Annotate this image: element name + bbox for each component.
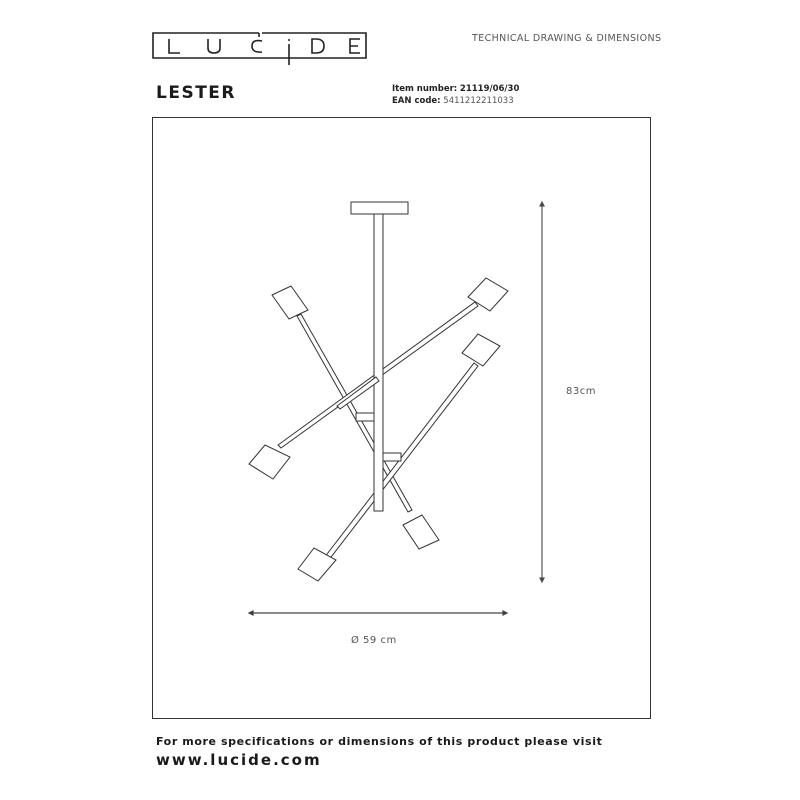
height-label: 83cm: [566, 386, 596, 397]
brand-logo: [152, 32, 367, 65]
product-name: LESTER: [156, 83, 236, 103]
document-type-title: TECHNICAL DRAWING & DIMENSIONS: [472, 33, 662, 44]
ean-row: EAN code: 5411212211033: [392, 95, 519, 107]
website-link[interactable]: www.lucide.com: [156, 751, 322, 769]
ean-label: EAN code:: [392, 96, 441, 106]
drawing-frame: [152, 117, 651, 719]
lucide-logo-icon: [152, 32, 367, 65]
product-meta: Item number: 21119/06/30 EAN code: 54112…: [392, 83, 519, 107]
item-number-value: 21119/06/30: [459, 84, 520, 94]
footer-text: For more specifications or dimensions of…: [156, 735, 603, 748]
ean-value: 5411212211033: [443, 96, 514, 106]
item-number-label: Item number:: [392, 84, 458, 94]
item-number-row: Item number: 21119/06/30: [392, 83, 519, 95]
diameter-label: Ø 59 cm: [351, 635, 397, 646]
